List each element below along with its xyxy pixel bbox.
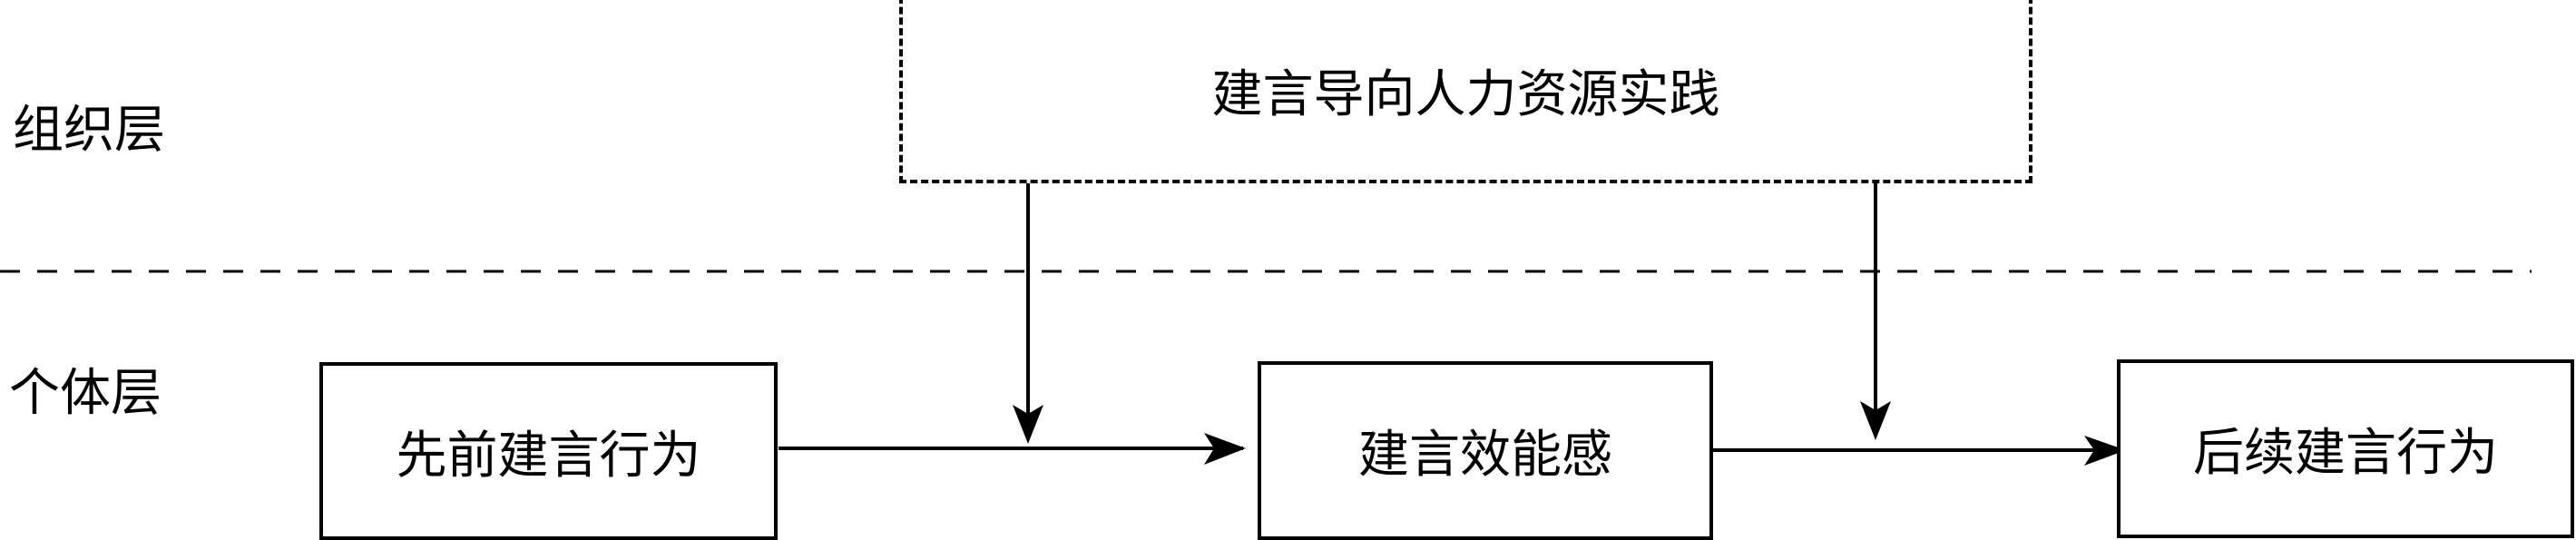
- subsequent-voice-node-label: 后续建言行为: [2193, 424, 2498, 483]
- prior-voice-node: 先前建言行为: [319, 362, 778, 540]
- voice-efficacy-node: 建言效能感: [1258, 361, 1713, 540]
- prior-voice-node-label: 先前建言行为: [396, 426, 701, 486]
- subsequent-voice-node: 后续建言行为: [2117, 359, 2574, 538]
- individual-layer-label: 个体层: [9, 364, 162, 423]
- moderation-arrowhead-1: [1013, 405, 1043, 444]
- organization-layer-label: 组织层: [13, 101, 165, 160]
- arrowhead-prior-to-efficacy: [1204, 433, 1246, 465]
- arrowhead-efficacy-to-subsequent: [2084, 436, 2126, 466]
- moderator-node-label: 建言导向人力资源实践: [1211, 64, 1720, 124]
- moderation-arrowhead-2: [1860, 401, 1891, 440]
- moderator-node: 建言导向人力资源实践: [899, 0, 2032, 183]
- voice-efficacy-node-label: 建言效能感: [1358, 426, 1612, 485]
